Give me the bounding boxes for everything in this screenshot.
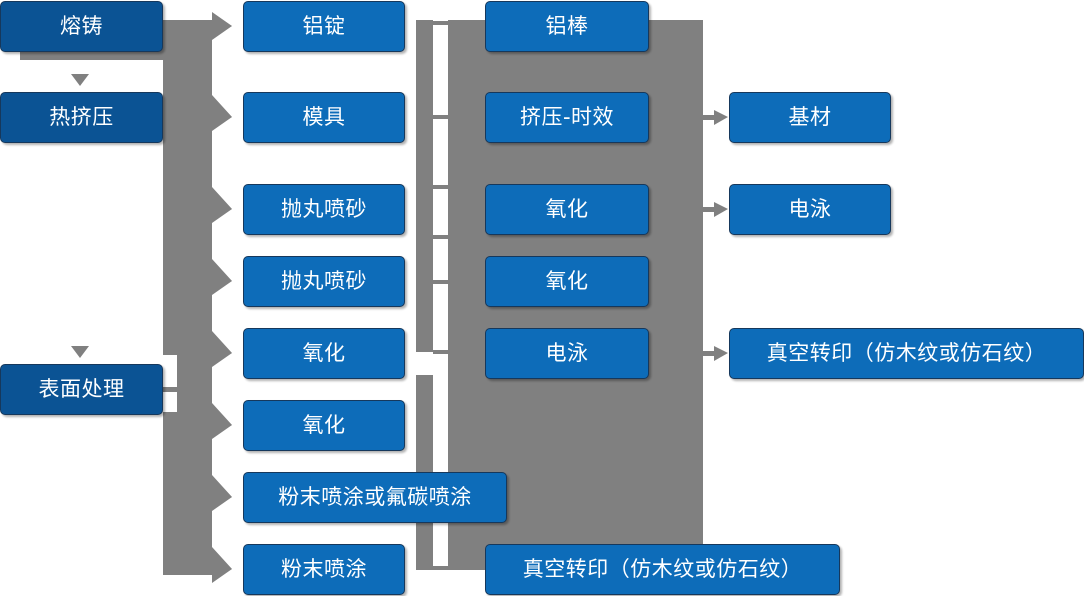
stage-box-melting[interactable]: 熔铸 bbox=[0, 1, 163, 52]
output-label: 基材 bbox=[788, 105, 832, 129]
process-label: 氧化 bbox=[545, 197, 589, 221]
material-label: 抛丸喷砂 bbox=[281, 269, 367, 293]
right-band-arrows bbox=[703, 110, 728, 361]
stage3-link bbox=[163, 387, 185, 392]
material-label: 氧化 bbox=[302, 341, 346, 365]
process-label: 真空转印（仿木纹或仿石纹） bbox=[522, 557, 803, 581]
material-label: 粉末喷涂 bbox=[281, 557, 367, 581]
material-label: 铝锭 bbox=[302, 14, 346, 38]
material-label: 氧化 bbox=[302, 413, 346, 437]
material-box-powder-or-fluorocarbon-coating[interactable]: 粉末喷涂或氟碳喷涂 bbox=[243, 472, 507, 523]
mid-link-rungs bbox=[433, 21, 449, 570]
material-box-mold[interactable]: 模具 bbox=[243, 92, 405, 143]
output-label: 真空转印（仿木纹或仿石纹） bbox=[766, 341, 1047, 365]
process-box-vacuum-transfer-printing[interactable]: 真空转印（仿木纹或仿石纹） bbox=[485, 544, 840, 595]
process-box-oxidation-1[interactable]: 氧化 bbox=[485, 184, 649, 235]
stage-down-arrow bbox=[71, 74, 89, 86]
material-box-aluminum-ingot[interactable]: 铝锭 bbox=[243, 1, 405, 52]
stage-label: 熔铸 bbox=[60, 14, 103, 38]
material-label: 抛丸喷砂 bbox=[281, 197, 367, 221]
output-box-electrophoresis[interactable]: 电泳 bbox=[729, 184, 891, 235]
process-box-oxidation-2[interactable]: 氧化 bbox=[485, 256, 649, 307]
material-label: 模具 bbox=[302, 105, 346, 129]
process-box-electrophoresis[interactable]: 电泳 bbox=[485, 328, 649, 379]
output-box-vacuum-transfer-printing[interactable]: 真空转印（仿木纹或仿石纹） bbox=[729, 328, 1084, 379]
material-label: 粉末喷涂或氟碳喷涂 bbox=[278, 485, 472, 509]
process-label: 铝棒 bbox=[545, 14, 589, 38]
process-label: 挤压-时效 bbox=[519, 105, 615, 129]
stage-label: 热挤压 bbox=[49, 105, 114, 129]
stage-box-surface-treatment[interactable]: 表面处理 bbox=[0, 364, 163, 415]
material-box-powder-coating[interactable]: 粉末喷涂 bbox=[243, 544, 405, 595]
left-band-arrowheads bbox=[212, 17, 232, 578]
material-box-oxidation-2[interactable]: 氧化 bbox=[243, 400, 405, 451]
stage-box-hot-extrusion[interactable]: 热挤压 bbox=[0, 92, 163, 143]
material-box-shot-blasting-1[interactable]: 抛丸喷砂 bbox=[243, 184, 405, 235]
output-box-substrate[interactable]: 基材 bbox=[729, 92, 891, 143]
stage3-down-arrow bbox=[71, 346, 89, 358]
process-label: 氧化 bbox=[545, 269, 589, 293]
material-box-oxidation-1[interactable]: 氧化 bbox=[243, 328, 405, 379]
process-box-aluminum-bar[interactable]: 铝棒 bbox=[485, 1, 649, 52]
process-label: 电泳 bbox=[545, 341, 589, 365]
process-box-extrusion-aging[interactable]: 挤压-时效 bbox=[485, 92, 649, 143]
output-label: 电泳 bbox=[788, 197, 832, 221]
material-box-shot-blasting-2[interactable]: 抛丸喷砂 bbox=[243, 256, 405, 307]
stage-label: 表面处理 bbox=[38, 377, 125, 401]
